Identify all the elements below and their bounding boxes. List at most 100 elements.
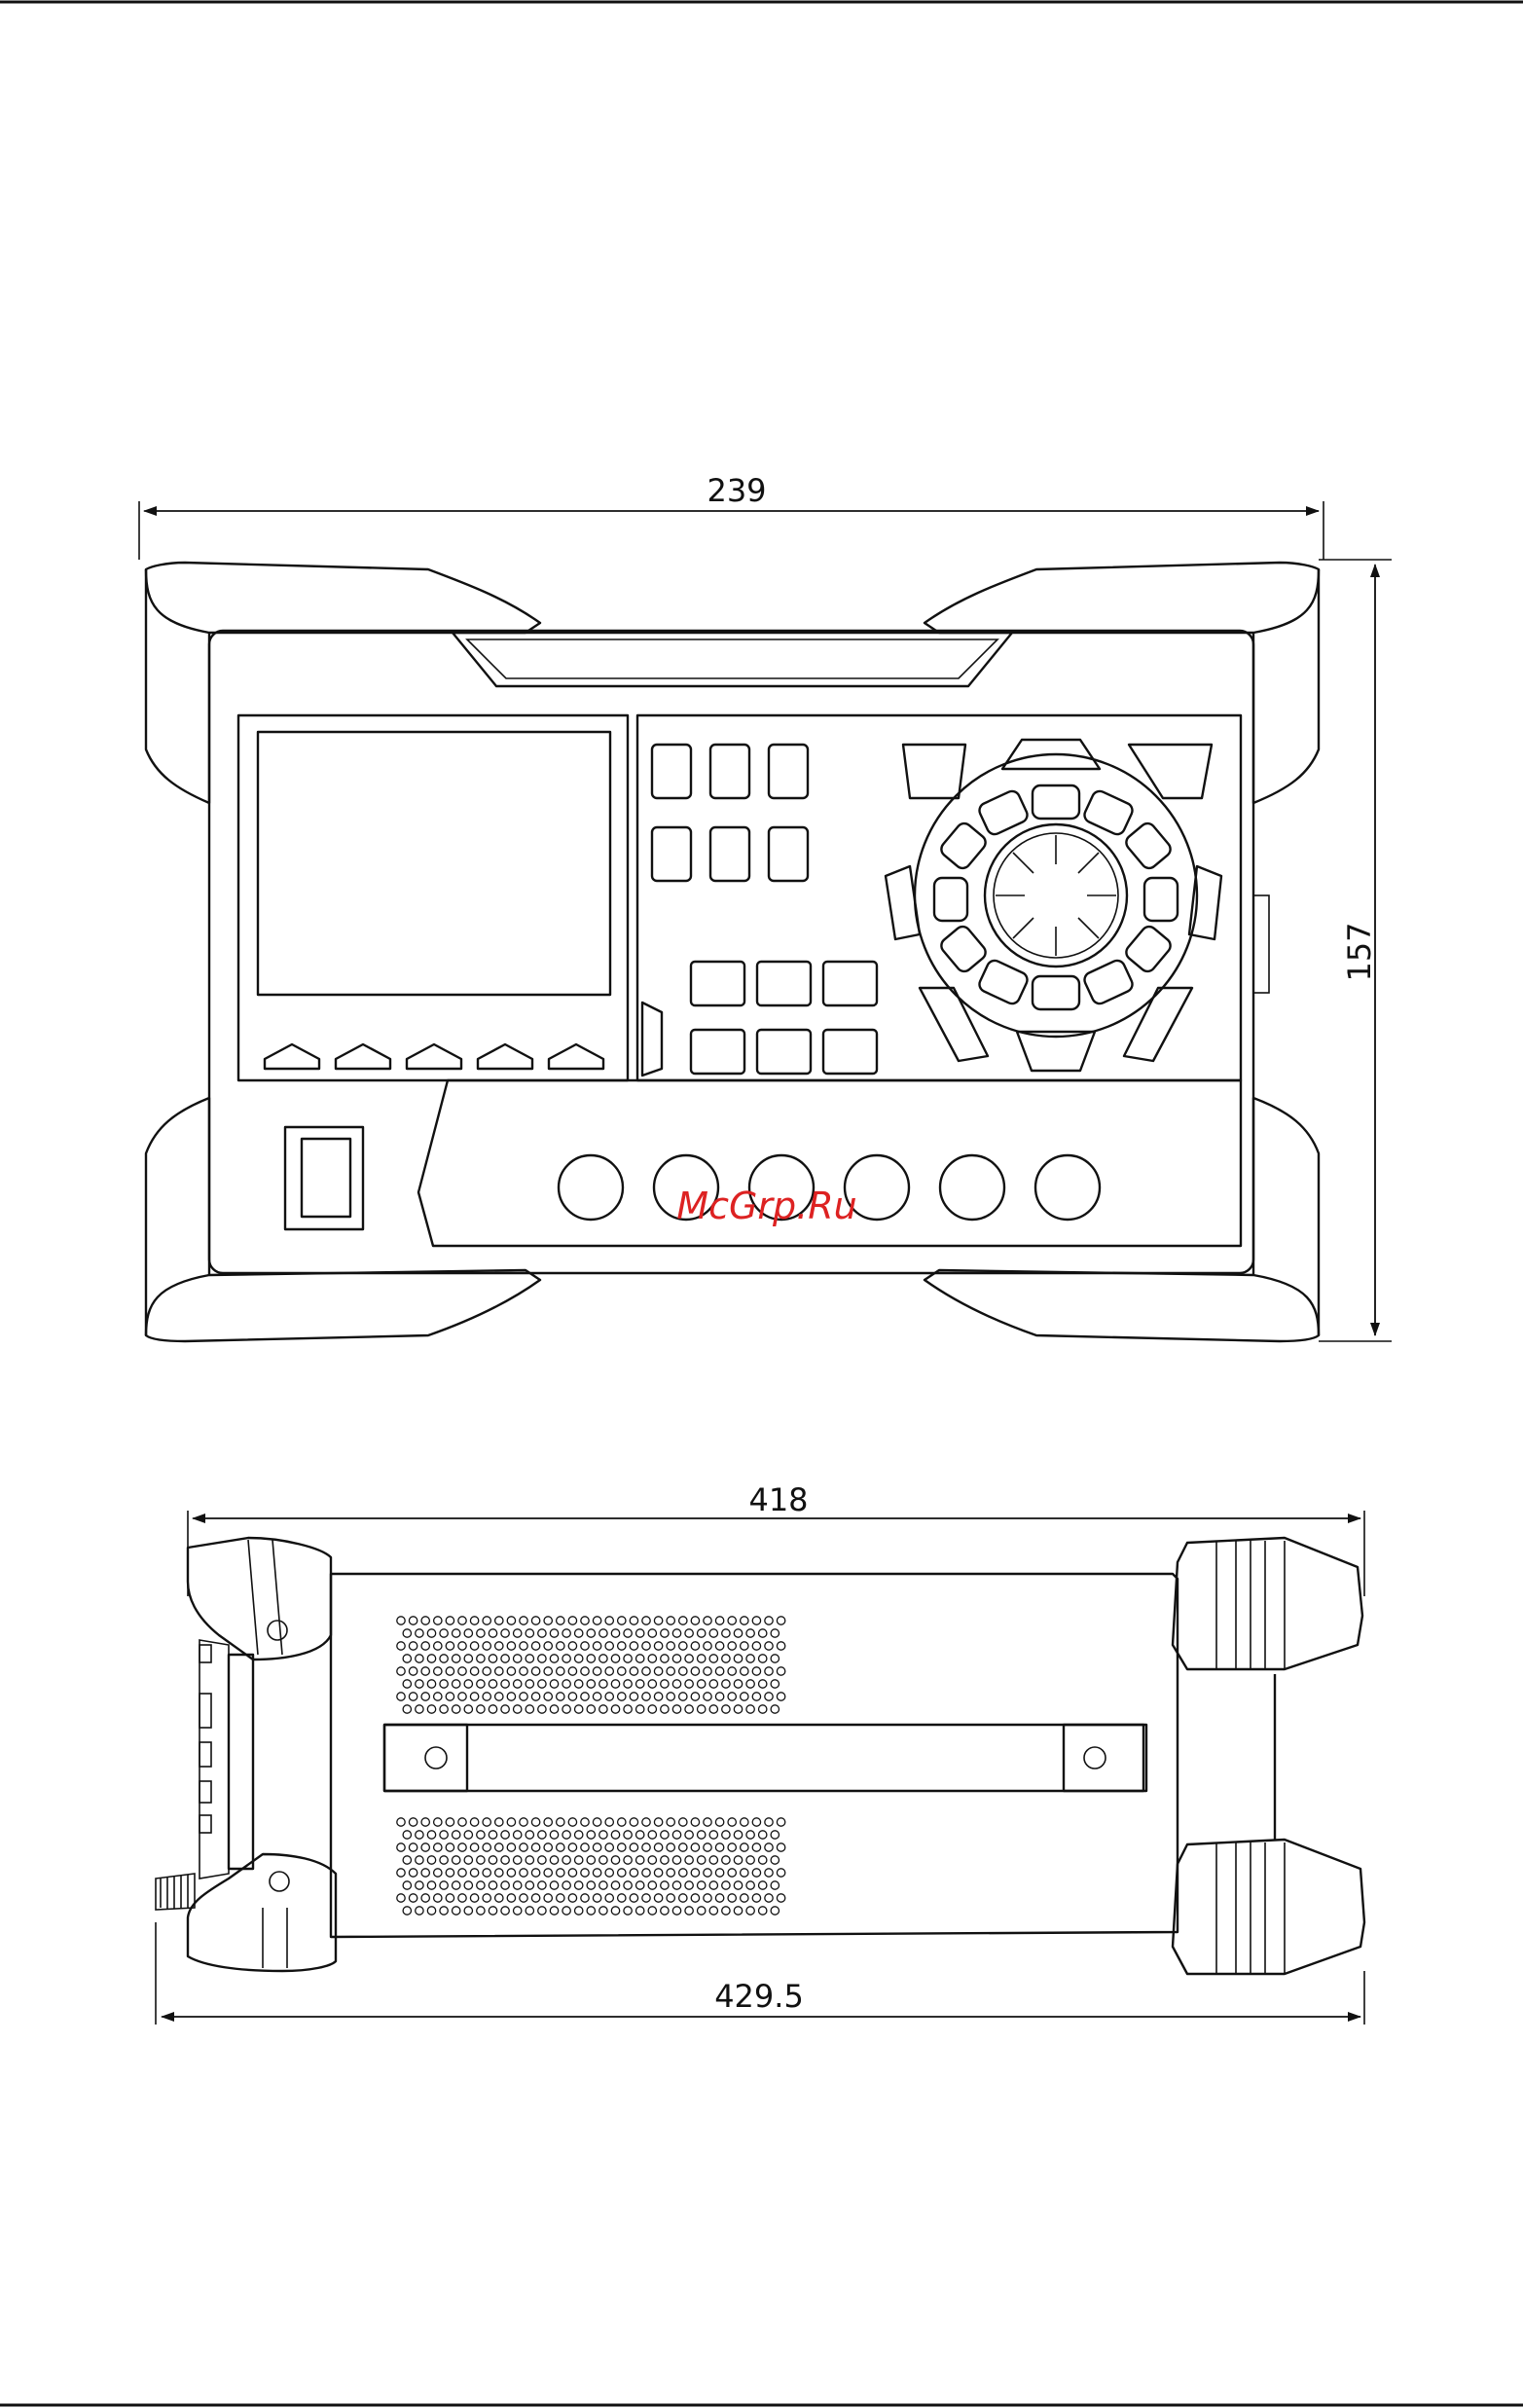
vent-hole bbox=[575, 1831, 583, 1839]
vent-hole bbox=[672, 1831, 680, 1839]
vent-hole bbox=[427, 1655, 435, 1662]
terminal[interactable] bbox=[559, 1155, 623, 1220]
vent-hole bbox=[575, 1705, 583, 1713]
ring-key[interactable] bbox=[1144, 878, 1178, 921]
vent-hole bbox=[557, 1617, 564, 1624]
softkey-5[interactable] bbox=[549, 1044, 603, 1069]
vent-hole bbox=[771, 1680, 779, 1688]
vent-hole bbox=[495, 1617, 503, 1624]
vent-hole bbox=[777, 1843, 784, 1851]
vent-hole bbox=[642, 1894, 650, 1902]
vent-hole bbox=[495, 1843, 503, 1851]
vent-hole bbox=[630, 1667, 637, 1675]
channel-keys bbox=[691, 962, 877, 1074]
ring-key[interactable] bbox=[938, 924, 989, 974]
vent-hole bbox=[550, 1907, 558, 1915]
function-key[interactable] bbox=[652, 745, 691, 798]
vent-hole bbox=[557, 1843, 564, 1851]
vent-hole bbox=[526, 1881, 533, 1889]
vent-hole bbox=[630, 1843, 637, 1851]
function-key[interactable] bbox=[710, 827, 749, 881]
vent-hole bbox=[661, 1705, 669, 1713]
vent-hole bbox=[520, 1617, 527, 1624]
ring-key[interactable] bbox=[938, 821, 989, 871]
rotary-knob[interactable] bbox=[985, 824, 1127, 967]
ring-key[interactable] bbox=[934, 878, 967, 921]
vent-hole bbox=[599, 1907, 607, 1915]
vent-hole bbox=[715, 1642, 723, 1650]
vent-hole bbox=[648, 1907, 656, 1915]
vent-hole bbox=[746, 1629, 754, 1637]
vent-hole bbox=[704, 1642, 711, 1650]
vent-hole bbox=[587, 1655, 595, 1662]
ring-key[interactable] bbox=[977, 958, 1030, 1005]
vent-hole bbox=[446, 1642, 453, 1650]
channel-key[interactable] bbox=[823, 1030, 877, 1074]
vent-hole bbox=[520, 1818, 527, 1826]
vent-hole bbox=[728, 1617, 736, 1624]
vent-hole bbox=[771, 1705, 779, 1713]
channel-key[interactable] bbox=[757, 1030, 811, 1074]
ring-key[interactable] bbox=[1033, 976, 1079, 1009]
vent-hole bbox=[722, 1881, 730, 1889]
power-switch[interactable] bbox=[302, 1139, 350, 1217]
vent-hole bbox=[667, 1617, 674, 1624]
vent-hole bbox=[654, 1693, 662, 1700]
vent-hole bbox=[777, 1894, 784, 1902]
function-key[interactable] bbox=[710, 745, 749, 798]
vent-hole bbox=[458, 1869, 466, 1877]
vent-hole bbox=[709, 1856, 717, 1864]
vent-hole bbox=[531, 1617, 539, 1624]
nav-corner-key-bottom-right[interactable] bbox=[1124, 988, 1192, 1061]
vent-hole bbox=[605, 1667, 613, 1675]
nav-corner-key-left[interactable] bbox=[903, 745, 965, 798]
vent-hole bbox=[581, 1617, 589, 1624]
vent-hole bbox=[587, 1856, 595, 1864]
vent-hole bbox=[526, 1705, 533, 1713]
terminal[interactable] bbox=[1035, 1155, 1100, 1220]
ring-key[interactable] bbox=[1123, 821, 1174, 871]
softkey-3[interactable] bbox=[407, 1044, 461, 1069]
ring-key[interactable] bbox=[1082, 958, 1135, 1005]
softkey-4[interactable] bbox=[478, 1044, 532, 1069]
vent-hole bbox=[722, 1629, 730, 1637]
vent-hole bbox=[691, 1818, 699, 1826]
terminal[interactable] bbox=[940, 1155, 1004, 1220]
nav-corner-key-right[interactable] bbox=[1129, 745, 1212, 798]
channel-key[interactable] bbox=[691, 962, 744, 1005]
channel-key[interactable] bbox=[757, 962, 811, 1005]
vent-hole bbox=[679, 1843, 687, 1851]
vent-hole bbox=[470, 1667, 478, 1675]
vent-hole bbox=[759, 1680, 767, 1688]
ring-key[interactable] bbox=[977, 788, 1030, 836]
ring-key[interactable] bbox=[1082, 788, 1135, 836]
vent-hole bbox=[464, 1655, 472, 1662]
vent-hole bbox=[777, 1818, 784, 1826]
ring-key[interactable] bbox=[1033, 785, 1079, 819]
vent-hole bbox=[630, 1642, 637, 1650]
vent-hole bbox=[531, 1894, 539, 1902]
vent-hole bbox=[562, 1655, 570, 1662]
nav-corner-key-bottom-left[interactable] bbox=[920, 988, 988, 1061]
channel-key[interactable] bbox=[691, 1030, 744, 1074]
softkey-2[interactable] bbox=[336, 1044, 390, 1069]
channel-key[interactable] bbox=[823, 962, 877, 1005]
vent-hole bbox=[568, 1667, 576, 1675]
softkey-1[interactable] bbox=[265, 1044, 319, 1069]
vent-hole bbox=[434, 1818, 442, 1826]
vent-hole bbox=[709, 1881, 717, 1889]
vent-hole bbox=[752, 1617, 760, 1624]
function-key[interactable] bbox=[652, 827, 691, 881]
function-key[interactable] bbox=[769, 827, 808, 881]
side-key[interactable] bbox=[642, 1003, 662, 1076]
front-panel-edge bbox=[229, 1655, 253, 1869]
vent-hole bbox=[483, 1617, 490, 1624]
vent-hole bbox=[403, 1881, 411, 1889]
vent-hole bbox=[575, 1907, 583, 1915]
vent-hole bbox=[544, 1869, 552, 1877]
ring-key[interactable] bbox=[1123, 924, 1174, 974]
function-key[interactable] bbox=[769, 745, 808, 798]
vent-hole bbox=[416, 1856, 423, 1864]
vent-hole bbox=[741, 1667, 748, 1675]
vent-hole bbox=[489, 1629, 496, 1637]
